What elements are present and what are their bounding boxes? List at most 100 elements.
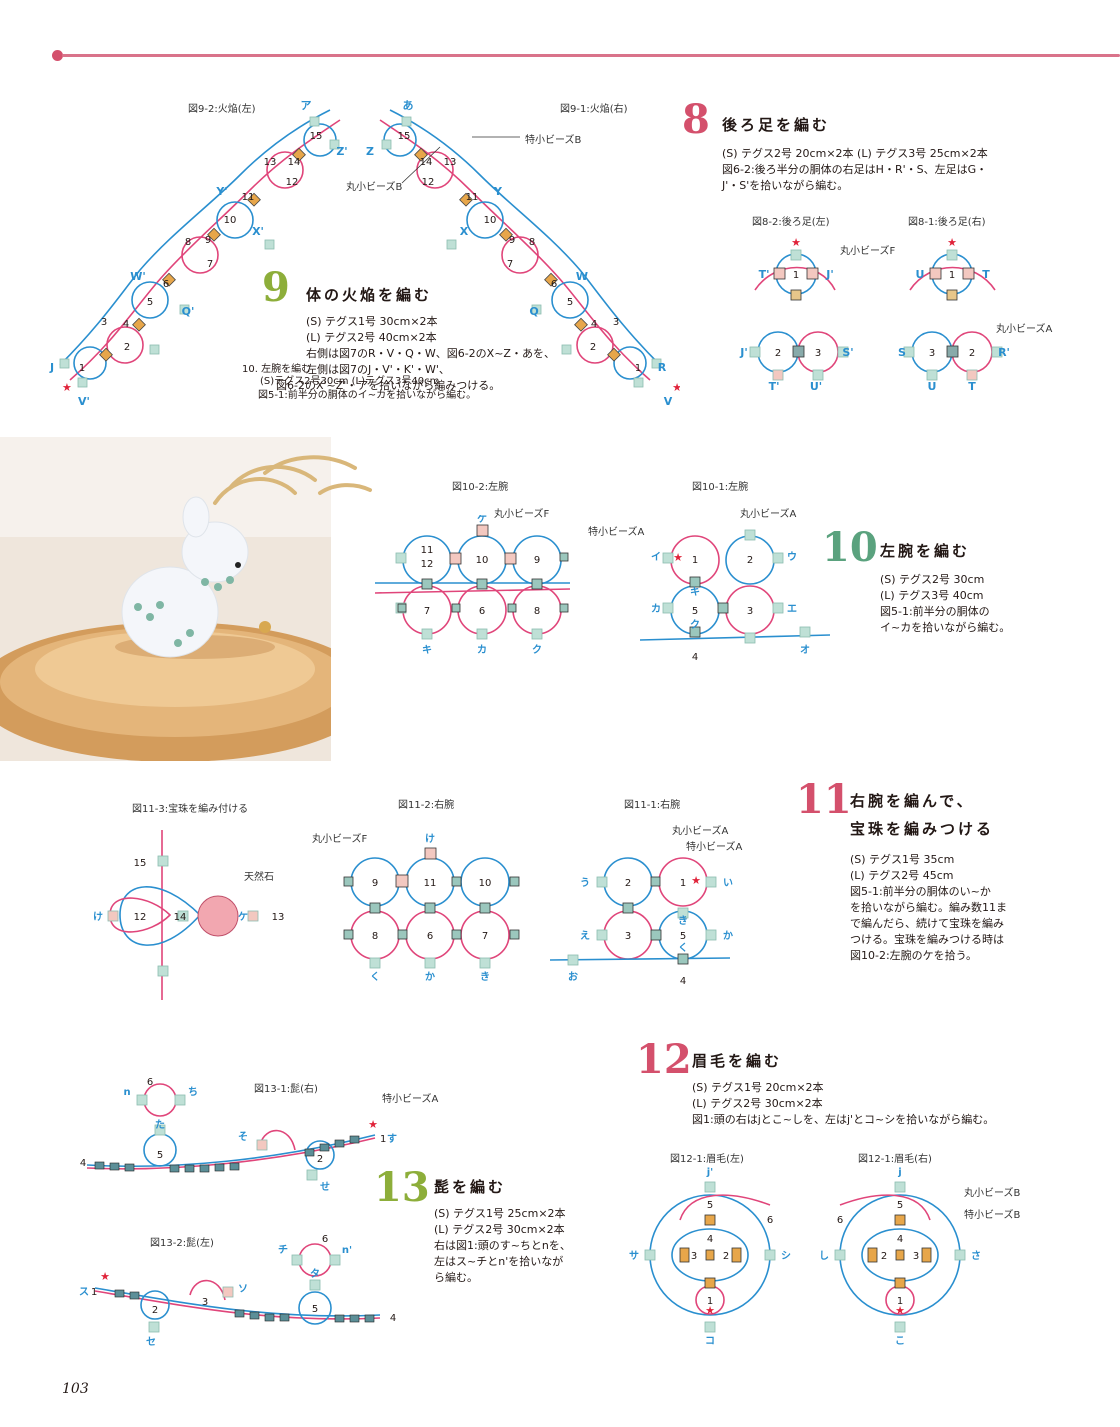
svg-text:★: ★ [672, 381, 680, 394]
svg-text:Y': Y' [215, 185, 227, 198]
svg-text:7: 7 [507, 259, 513, 270]
svg-text:★: ★ [691, 874, 701, 887]
svg-text:5: 5 [680, 931, 686, 942]
svg-text:3: 3 [625, 931, 631, 942]
svg-text:キ: キ [690, 586, 700, 598]
sec8-title: 後ろ足を編む [722, 116, 831, 134]
sec12-number: 12 [636, 1036, 692, 1083]
svg-text:1: 1 [897, 1296, 903, 1307]
svg-text:Q': Q' [182, 305, 195, 318]
sec11-number: 11 [796, 776, 852, 823]
svg-text:5: 5 [157, 1150, 163, 1161]
svg-text:8: 8 [372, 931, 378, 942]
svg-text:1: 1 [793, 270, 799, 281]
label12-maru-b: 丸小ビーズB [964, 1188, 1021, 1199]
sec8-number: 8 [682, 96, 710, 143]
svg-text:2: 2 [317, 1154, 323, 1165]
svg-text:★: ★ [947, 236, 957, 249]
svg-text:い: い [723, 878, 733, 889]
svg-text:す: す [387, 1133, 397, 1145]
svg-text:2: 2 [152, 1305, 158, 1316]
label11-maru-f: 丸小ビーズF [312, 834, 368, 845]
svg-text:2: 2 [969, 348, 975, 359]
svg-text:W: W [576, 270, 588, 283]
svg-text:か: か [723, 930, 733, 942]
svg-text:★: ★ [895, 1304, 905, 1317]
sec9-line2: (L) テグス2号 40cm×2本 [306, 331, 437, 344]
svg-text:く: く [370, 971, 380, 983]
photo-illustration [0, 437, 331, 761]
header-dot [52, 50, 63, 61]
fig12-right-caption: 図12-1:眉毛(右) [858, 1154, 932, 1165]
label11-toku-a: 特小ビーズA [686, 842, 743, 853]
svg-text:1: 1 [707, 1296, 713, 1307]
svg-text:V': V' [78, 395, 90, 408]
svg-text:け: け [93, 911, 103, 923]
svg-text:5: 5 [312, 1304, 318, 1315]
svg-text:S: S [898, 346, 906, 359]
svg-text:2: 2 [747, 555, 753, 566]
svg-text:2: 2 [723, 1251, 729, 1262]
sec11-line6: つける。宝珠を編みつける時は [850, 933, 1004, 946]
svg-text:U: U [928, 380, 937, 393]
svg-text:ウ: ウ [787, 551, 797, 563]
svg-text:3: 3 [747, 606, 753, 617]
sec11-line3: 図5-1:前半分の胴体のい~か [850, 885, 991, 898]
svg-text:え: え [580, 930, 590, 942]
svg-text:け: け [425, 833, 435, 845]
svg-text:4: 4 [897, 1234, 903, 1245]
svg-text:6: 6 [551, 279, 557, 290]
svg-text:8: 8 [534, 606, 540, 617]
svg-text:13: 13 [264, 157, 277, 168]
svg-text:15: 15 [134, 858, 147, 869]
svg-text:う: う [580, 877, 590, 889]
svg-text:★: ★ [100, 1270, 110, 1283]
svg-text:Z': Z' [336, 145, 347, 158]
svg-text:n': n' [342, 1245, 352, 1256]
label-marusho-b: 丸小ビーズB [346, 182, 403, 193]
svg-text:エ: エ [787, 604, 797, 615]
svg-text:R: R [658, 361, 667, 374]
svg-text:U': U' [810, 380, 822, 393]
sec11-line5: で編んだら、続けて宝珠を編み [850, 917, 1004, 930]
svg-text:9: 9 [205, 235, 211, 246]
svg-text:2: 2 [775, 348, 781, 359]
svg-text:き: き [678, 915, 688, 927]
svg-text:11: 11 [421, 545, 434, 556]
svg-text:★: ★ [368, 1118, 378, 1131]
fig9-2-caption: 図9-2:火焔(左) [188, 104, 256, 115]
svg-text:4: 4 [591, 319, 597, 330]
svg-text:W': W' [130, 270, 146, 283]
sec10-line2: (L) テグス3号 40cm [880, 589, 984, 602]
label13-toku-a: 特小ビーズA [382, 1094, 439, 1105]
svg-text:14: 14 [174, 912, 187, 923]
svg-text:4: 4 [80, 1158, 86, 1169]
fig8-2-caption: 図8-2:後ろ足(左) [752, 217, 830, 228]
svg-text:n: n [123, 1087, 130, 1098]
svg-text:J: J [49, 361, 54, 374]
svg-text:さ: さ [971, 1250, 980, 1262]
svg-text:3: 3 [613, 317, 619, 328]
svg-text:コ: コ [705, 1336, 715, 1347]
svg-text:4: 4 [707, 1234, 713, 1245]
svg-text:12: 12 [134, 912, 147, 923]
sec10-number: 10 [822, 524, 878, 571]
svg-text:T': T' [759, 268, 770, 281]
svg-text:13: 13 [444, 157, 457, 168]
sec9-line1: (S) テグス1号 30cm×2本 [306, 315, 438, 328]
svg-text:1: 1 [692, 555, 698, 566]
sec12-title: 眉毛を編む [692, 1052, 783, 1070]
svg-text:5: 5 [567, 297, 573, 308]
svg-text:7: 7 [482, 931, 488, 942]
svg-text:ソ: ソ [238, 1284, 248, 1295]
svg-text:10: 10 [479, 878, 492, 889]
overlap-line4: 図5-1:前半分の胴体のイ~カを拾いながら編む。 [258, 390, 477, 401]
svg-text:チ: チ [278, 1244, 288, 1256]
svg-text:イ: イ [651, 551, 661, 563]
svg-text:3: 3 [929, 348, 935, 359]
svg-text:1: 1 [91, 1287, 97, 1298]
